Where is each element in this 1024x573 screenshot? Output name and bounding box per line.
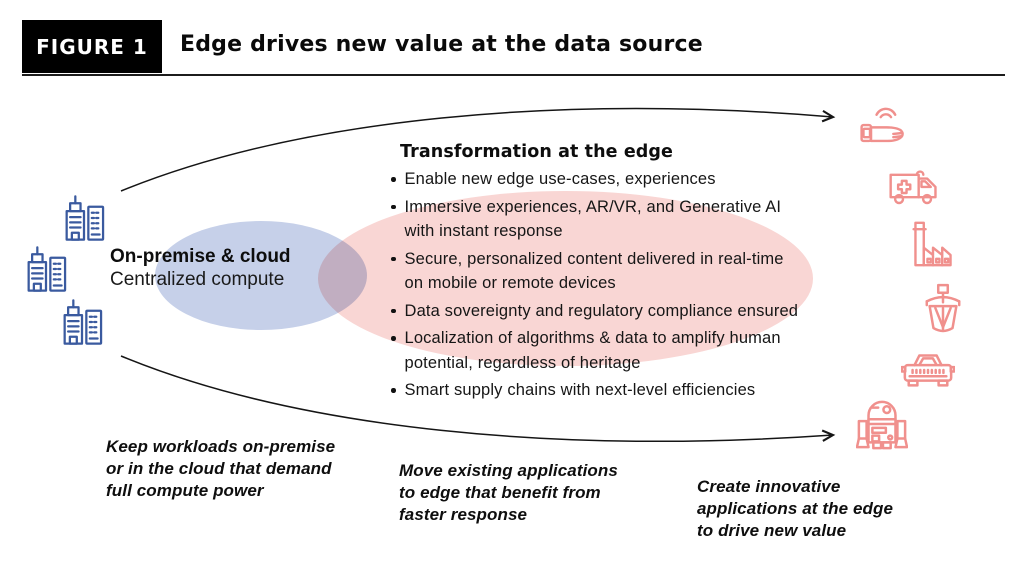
bullet-dot [391,388,396,393]
bullet-text: Secure, personalized content delivered i… [404,249,784,293]
bullet-item: Enable new edge use-cases, experiences [388,167,948,192]
bullet-text: Smart supply chains with next-level effi… [404,381,756,399]
bottom-arrow [120,355,833,442]
bullet-dot [391,256,396,261]
figure-label-box: FIGURE 1 [22,20,162,73]
edge-bullet-list: Enable new edge use-cases, experiences I… [388,167,948,403]
bullet-text: Enable new edge use-cases, experiences [404,170,716,188]
onprem-heading: On-premise & cloud [110,246,291,267]
figure-title: Edge drives new value at the data source [180,32,703,57]
ship-icon [922,283,964,340]
bullet-text: Localization of algorithms & data to amp… [404,329,781,372]
onprem-label-block: On-premise & cloud Centralized compute [110,245,340,291]
bullet-item: Smart supply chains with next-level effi… [388,378,948,403]
bullet-dot [391,308,396,313]
bullet-text: Data sovereignty and regulatory complian… [404,301,799,320]
bullet-dot [391,177,396,182]
city-buildings-icon [56,296,108,353]
edge-transformation-block: Transformation at the edge Enable new ed… [388,140,948,406]
edge-heading: Transformation at the edge [400,142,674,162]
edge-transformation-ellipse [318,191,813,366]
bullet-dot [391,336,396,341]
robot-icon [855,397,909,458]
caption-create-apps: Create innovative applications at the ed… [697,477,894,540]
car-icon [900,351,956,394]
city-buildings-icon [58,192,110,249]
caption-move-apps: Move existing applications to edge that … [399,461,618,524]
figure-label: FIGURE 1 [36,34,148,59]
bullet-text: Immersive experiences, AR/VR, and Genera… [404,197,782,241]
wearable-payment-icon [856,102,912,155]
bullet-item: Immersive experiences, AR/VR, and Genera… [388,195,948,244]
bullet-item: Localization of algorithms & data to amp… [388,326,948,375]
bullet-item: Data sovereignty and regulatory complian… [388,299,948,324]
bullet-item: Secure, personalized content delivered i… [388,247,948,296]
ambulance-icon [886,164,942,213]
top-arrow [120,107,833,192]
city-buildings-icon [20,243,72,300]
caption-keep-workloads: Keep workloads on-premise or in the clou… [106,437,336,500]
onprem-subheading: Centralized compute [110,269,285,290]
factory-icon [910,220,956,273]
header-divider [22,74,1005,76]
bullet-dot [391,204,396,209]
